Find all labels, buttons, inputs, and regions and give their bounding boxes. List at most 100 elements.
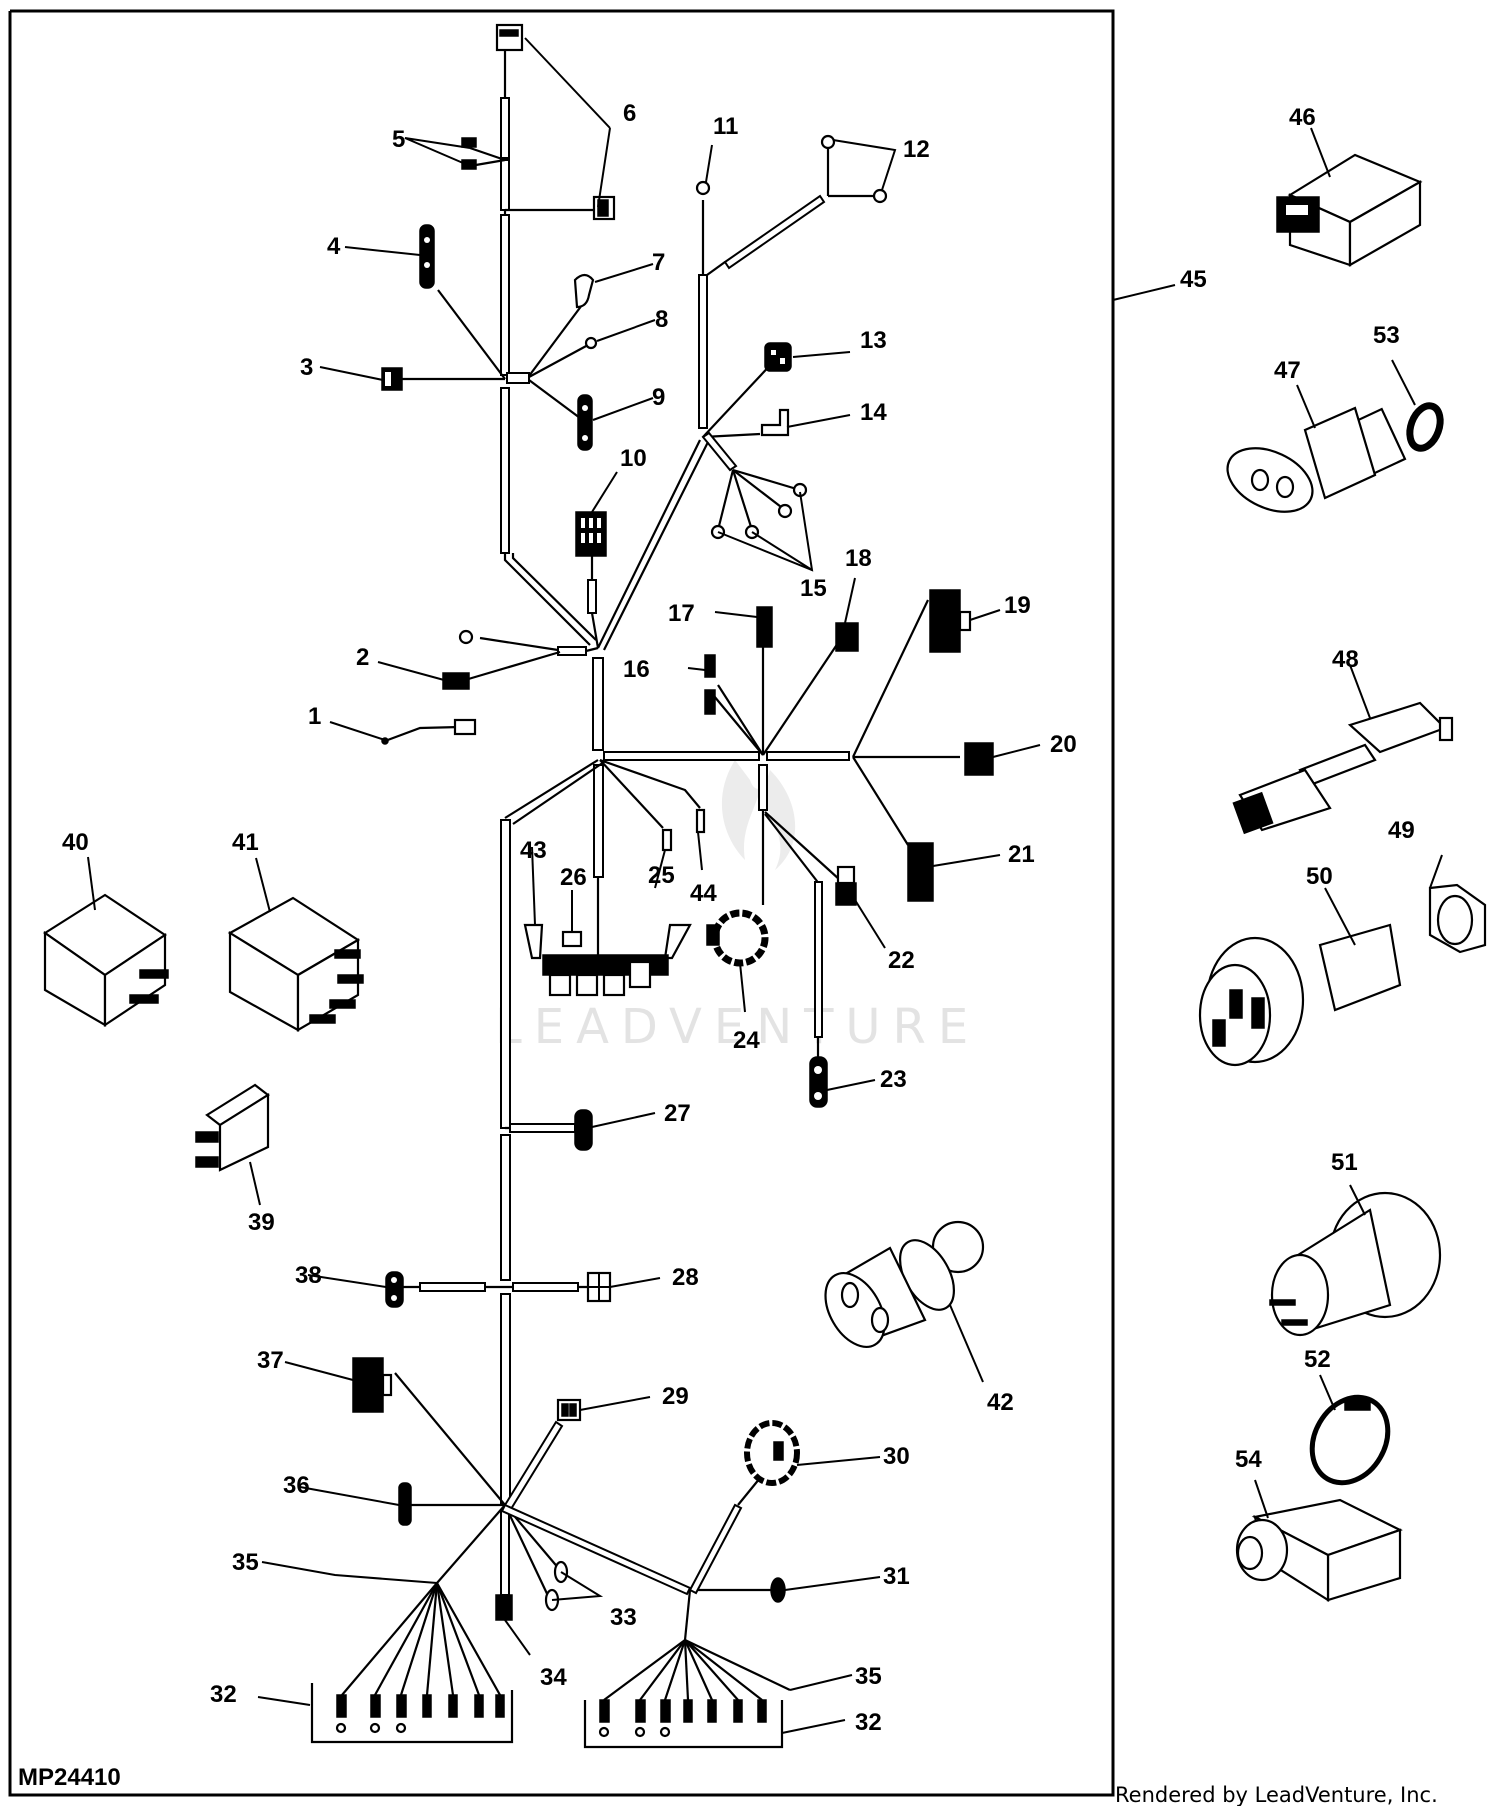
- callout-37: 37: [257, 1347, 284, 1374]
- connector-44: [695, 808, 706, 834]
- callout-43: 43: [520, 837, 547, 864]
- callout-30: 30: [883, 1443, 910, 1470]
- relay-40: [43, 893, 169, 1028]
- connector-25: [661, 828, 673, 852]
- connector-37: [352, 1357, 384, 1413]
- callout-28: 28: [672, 1264, 699, 1291]
- terminal-5a: [461, 137, 477, 148]
- module-46: [1276, 153, 1423, 267]
- callout-50: 50: [1306, 863, 1333, 890]
- callout-31: 31: [883, 1563, 910, 1590]
- callout-5: 5: [392, 126, 405, 153]
- terminal-12b: [872, 188, 888, 204]
- switch-54: [1235, 1498, 1403, 1603]
- callout-1: 1: [308, 703, 321, 730]
- connector-17: [756, 606, 773, 648]
- callout-25: 25: [648, 862, 675, 889]
- pressure-switch-47: [1226, 406, 1407, 513]
- callout-32-right: 32: [855, 1709, 882, 1736]
- connector-13: [764, 342, 792, 372]
- watermark-text: LEADVENTURE: [495, 999, 980, 1055]
- terminal-2-ring: [458, 629, 474, 645]
- ignition-switch-50: [1198, 923, 1402, 1067]
- callout-48: 48: [1332, 646, 1359, 673]
- terminal-15d: [777, 503, 793, 519]
- harness-adapter-48: [1232, 701, 1454, 835]
- callout-13: 13: [860, 327, 887, 354]
- connector-21: [907, 842, 934, 902]
- connector-1: [453, 718, 477, 736]
- callout-17: 17: [668, 600, 695, 627]
- leader-lines: [87, 37, 1443, 1734]
- callout-9: 9: [652, 384, 665, 411]
- callout-23: 23: [880, 1066, 907, 1093]
- callout-15: 15: [800, 575, 827, 602]
- harness-wires: [384, 50, 960, 1641]
- connector-6-top: [495, 23, 524, 52]
- connector-38: [385, 1271, 404, 1308]
- credit-text: Rendered by LeadVenture, Inc.: [1115, 1783, 1438, 1806]
- connector-4: [419, 224, 435, 289]
- callout-41: 41: [232, 829, 259, 856]
- fuse-39: [195, 1083, 270, 1172]
- harness-frame: [8, 9, 1115, 1797]
- callout-34: 34: [540, 1664, 567, 1691]
- connector-9: [577, 394, 593, 451]
- terminal-8: [584, 336, 598, 350]
- connectors: [352, 23, 994, 1621]
- callout-53: 53: [1373, 322, 1400, 349]
- key-switch-51: [1269, 1191, 1442, 1337]
- nut-49: [1428, 883, 1487, 954]
- watermark-flame-icon: [721, 760, 796, 870]
- terminals-right: [598, 1699, 767, 1738]
- callout-4: 4: [327, 233, 341, 260]
- fuse-26: [561, 930, 583, 948]
- callout-35-right: 35: [855, 1663, 882, 1690]
- connector-30: [744, 1420, 800, 1486]
- terminals-left: [335, 1694, 505, 1734]
- connector-7: [573, 273, 595, 309]
- callout-42: 42: [987, 1389, 1014, 1416]
- callout-8: 8: [655, 306, 668, 333]
- callout-44: 44: [690, 880, 717, 907]
- terminal-11: [695, 180, 711, 196]
- left-terminal-fan: [310, 1582, 514, 1744]
- callout-49: 49: [1388, 817, 1415, 844]
- terminal-31: [770, 1577, 786, 1603]
- callout-38: 38: [295, 1262, 322, 1289]
- callout-53-or-54: 54: [1235, 1446, 1262, 1473]
- connector-20: [964, 742, 994, 776]
- callout-52: 52: [1304, 1346, 1331, 1373]
- callout-20: 20: [1050, 731, 1077, 758]
- connector-18: [835, 622, 859, 652]
- connector-36: [398, 1482, 412, 1526]
- relay-41: [227, 896, 364, 1032]
- callout-6: 6: [623, 100, 636, 127]
- callout-45: 45: [1180, 266, 1207, 293]
- connector-24: [711, 909, 769, 967]
- callout-12: 12: [903, 136, 930, 163]
- callout-47: 47: [1274, 357, 1301, 384]
- callout-22: 22: [888, 947, 915, 974]
- washer-53: [1406, 402, 1444, 452]
- connector-16b: [704, 689, 716, 715]
- callout-26: 26: [560, 864, 587, 891]
- fuse-block-bracket-left: [523, 923, 544, 960]
- clamp-52: [1309, 1394, 1391, 1486]
- callout-21: 21: [1008, 841, 1035, 868]
- callout-3: 3: [300, 354, 313, 381]
- callout-10: 10: [620, 445, 647, 472]
- fuse-block-bracket-right: [663, 923, 692, 960]
- right-terminal-fan: [583, 1639, 791, 1749]
- connector-27: [574, 1109, 593, 1151]
- callout-29: 29: [662, 1383, 689, 1410]
- callout-33: 33: [610, 1604, 637, 1631]
- callout-27: 27: [664, 1100, 691, 1127]
- callout-7: 7: [652, 249, 665, 276]
- connector-19: [929, 589, 961, 653]
- connector-14: [760, 408, 790, 437]
- callout-24: 24: [733, 1027, 760, 1054]
- callout-19: 19: [1004, 592, 1031, 619]
- connector-22: [836, 865, 856, 885]
